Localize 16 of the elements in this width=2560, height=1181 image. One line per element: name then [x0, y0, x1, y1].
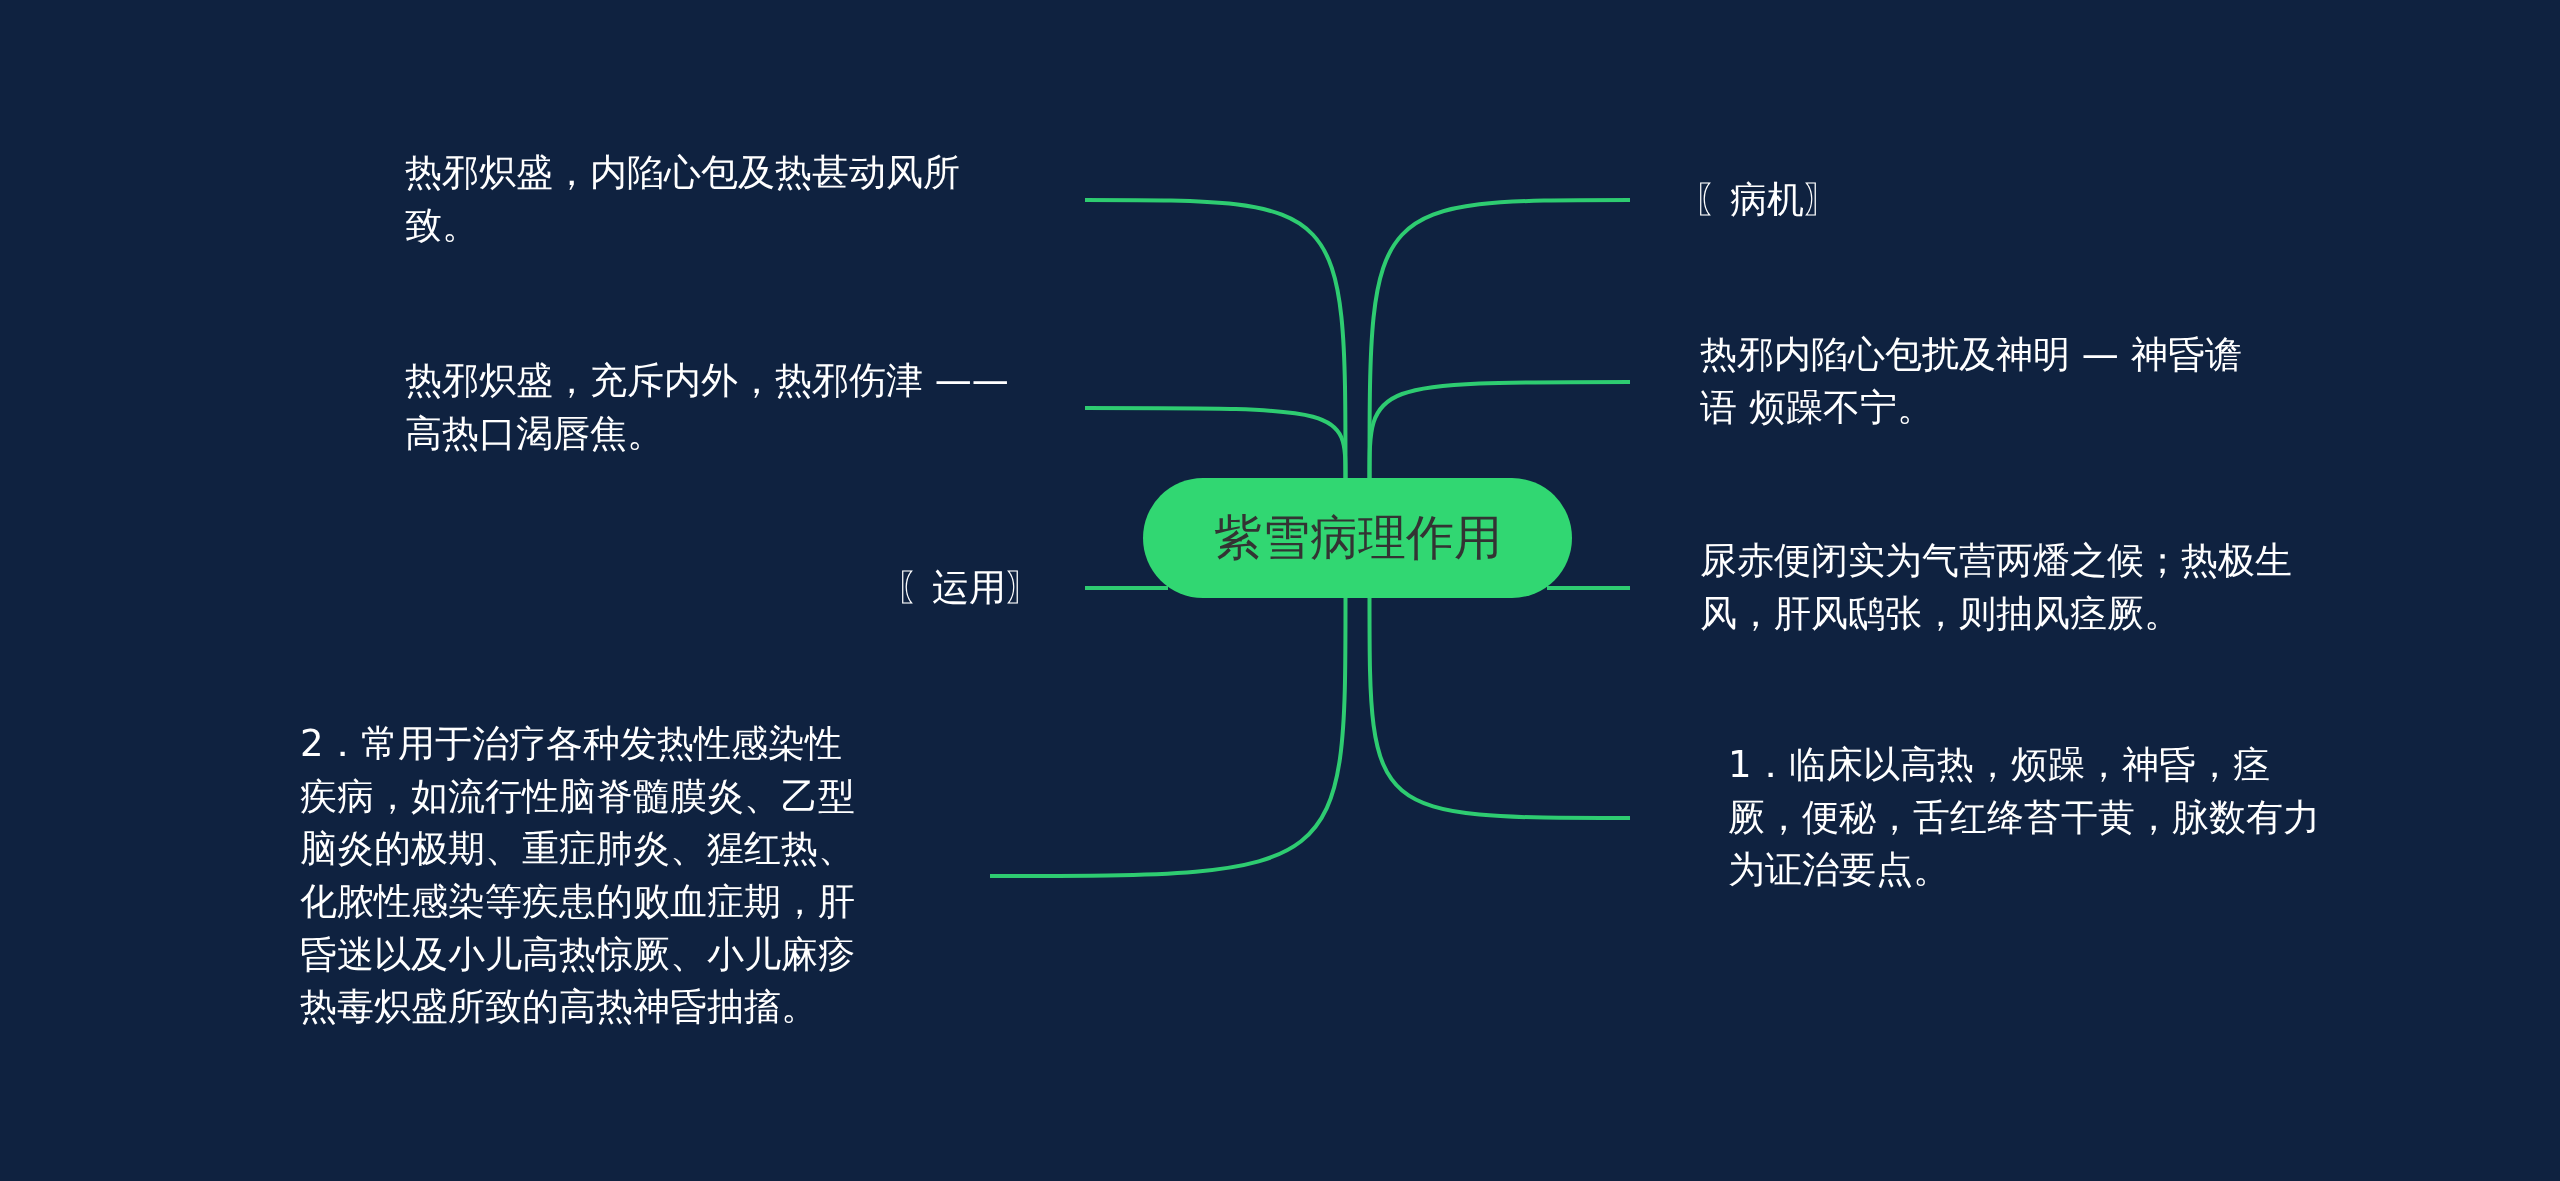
- topic-text: 〖病机〗: [1693, 176, 1842, 223]
- branch-line: [1085, 406, 1348, 478]
- branch-line: [1367, 198, 1630, 478]
- branch-line: [1367, 598, 1630, 820]
- topic-text: 1．临床以高热，烦躁，神昏，痉厥，便秘，舌红绛苔干黄，脉数有力为证治要点。: [1728, 742, 2321, 894]
- topic-text: 2．常用于治疗各种发热性感染性疾病，如流行性脑脊髓膜炎、乙型脑炎的极期、重症肺炎、猩红热、化脓性感染等疾患的败血症期，肝昏迷以及小儿高热惊厥、小儿麻疹热毒炽盛所致的高热神昏抽搐。: [300, 721, 856, 1031]
- branch-line: [1547, 586, 1630, 590]
- central-topic: 紫雪病理作用: [1143, 478, 1572, 598]
- topic-text: 热邪内陷心包扰及神明 — 神昏谵语 烦躁不宁。: [1700, 332, 2243, 431]
- branch-line: [1367, 380, 1630, 478]
- topic-text: 尿赤便闭实为气营两燔之候；热极生风，肝风鸱张，则抽风痉厥。: [1700, 538, 2293, 637]
- branch-line: [990, 598, 1348, 878]
- topic-text: 热邪炽盛，内陷心包及热甚动风所致。: [405, 150, 961, 249]
- branch-line: [1085, 586, 1168, 590]
- topic-text: 热邪炽盛，充斥内外，热邪伤津 —— 高热口渴唇焦。: [405, 358, 1010, 457]
- topic-text: 〖运用〗: [895, 564, 1044, 611]
